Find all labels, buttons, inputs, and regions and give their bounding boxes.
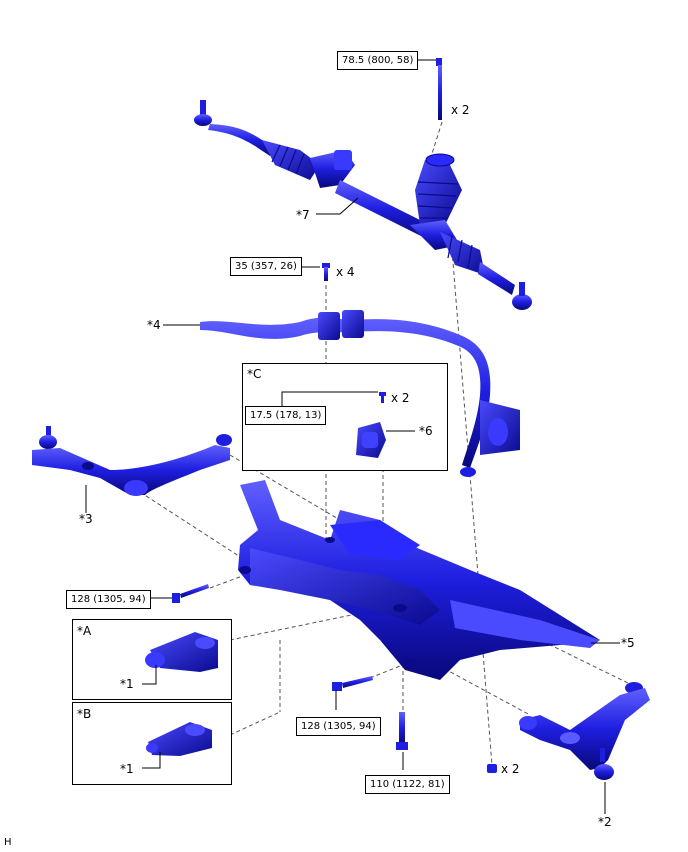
bolt-128-left [172,584,209,603]
lower-arm-right [519,682,650,780]
torque-label: 128 (1305, 94) [296,717,381,736]
bolt-78-5 [436,58,442,120]
figure-code: H [4,837,12,848]
bolt-110 [396,712,408,750]
box-label-b: *B [77,707,92,721]
lower-arm-left [32,426,232,496]
quantity-label: x 2 [501,762,520,776]
callout-1a: *1 [120,677,134,691]
callout-7: *7 [296,208,310,222]
torque-label: 128 (1305, 94) [66,590,151,609]
steering-gear-assembly [194,100,532,310]
front-suspension-crossmember [238,480,600,680]
bolt-128-center [332,676,373,691]
callout-2: *2 [598,815,612,829]
torque-label: 35 (357, 26) [230,257,302,276]
callout-4: *4 [147,318,161,332]
quantity-label: x 4 [336,265,355,279]
torque-label: 17.5 (178, 13) [245,406,327,425]
engine-mount-a-boxed [145,632,218,672]
quantity-label: x 2 [451,103,470,117]
torque-label: 78.5 (800, 58) [337,51,419,70]
stabilizer-bar [200,310,520,477]
engine-mount-b-boxed [146,722,212,756]
callout-6: *6 [419,424,433,438]
quantity-label: x 2 [391,391,410,405]
callout-5: *5 [621,636,635,650]
torque-label: 110 (1122, 81) [365,775,450,794]
bolt-35 [322,263,330,281]
nut [487,764,497,773]
bushing-bracket-boxed [356,392,386,458]
box-label-a: *A [77,624,92,638]
callout-3: *3 [79,512,93,526]
box-label-c: *C [247,367,262,381]
callout-1b: *1 [120,762,134,776]
